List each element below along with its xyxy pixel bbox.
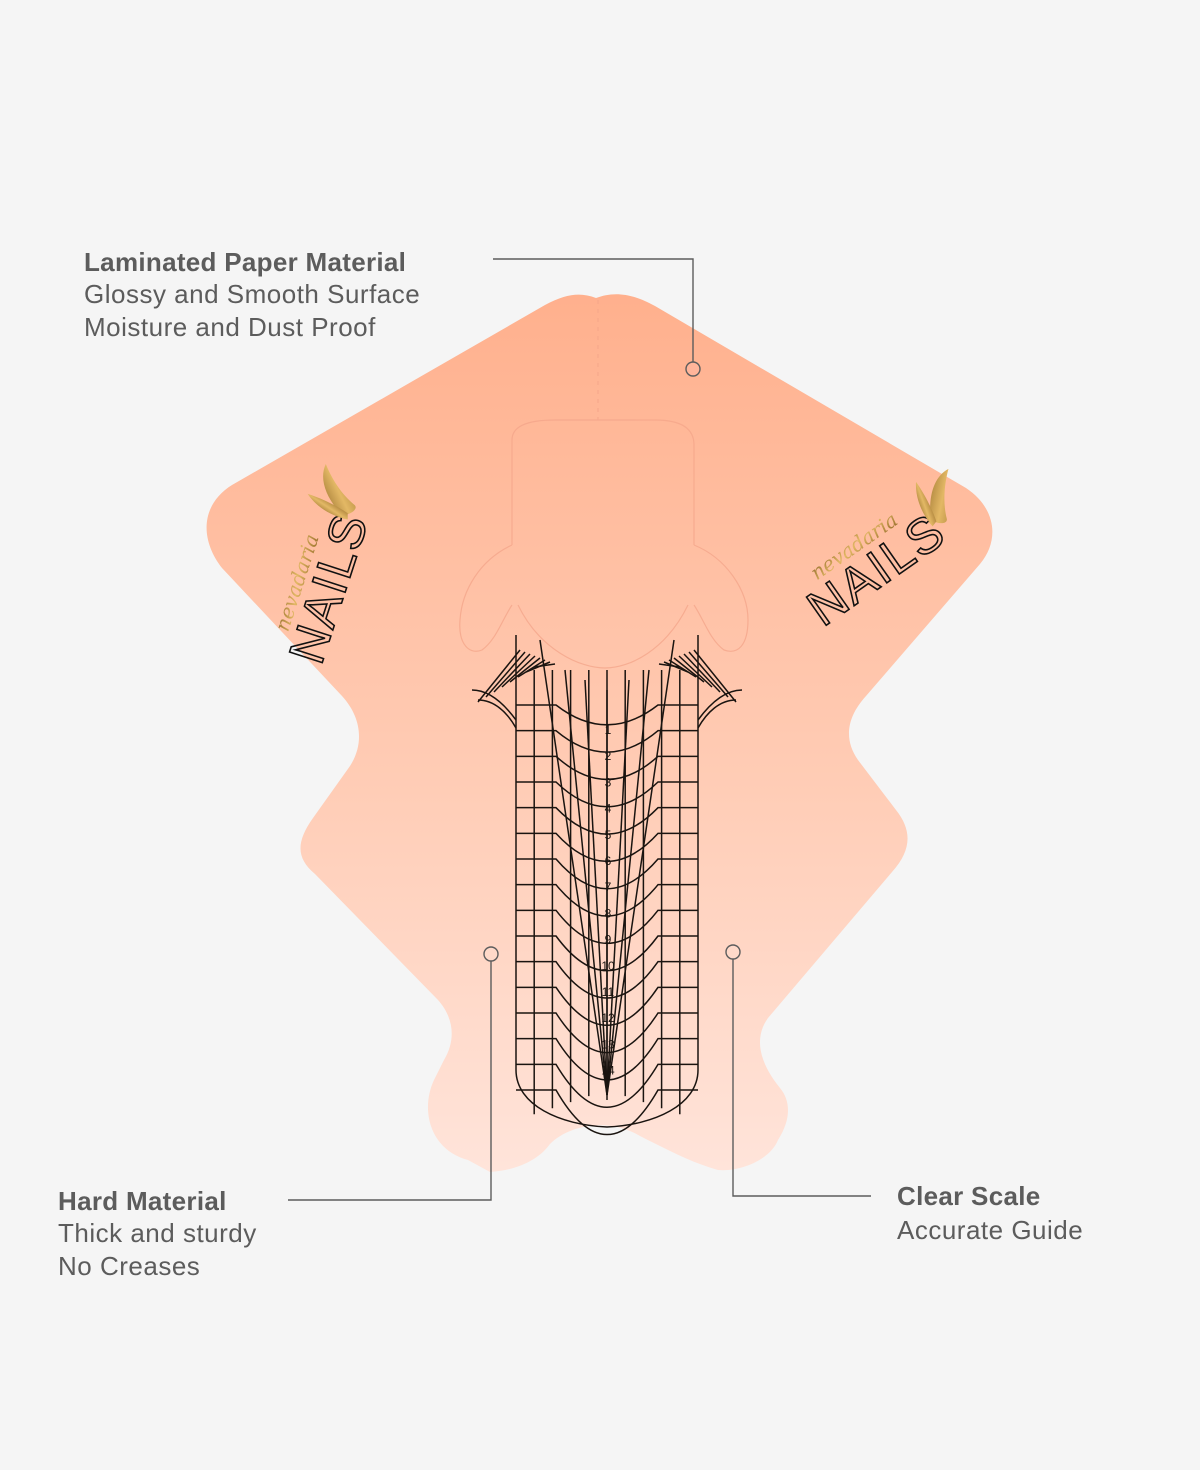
grid-wing-line-left: [509, 657, 541, 683]
grid-row-curve: [516, 986, 698, 1026]
grid-wing-line-left: [493, 653, 531, 693]
grid-wing-line-right: [688, 651, 729, 698]
callout-line: Thick and sturdy: [58, 1218, 257, 1248]
callout-title: Laminated Paper Material: [84, 247, 407, 277]
grid-taper-line: [606, 639, 675, 1096]
grid-taper-line: [606, 679, 630, 1096]
grid-row-curve: [516, 832, 698, 863]
grid-wing-edge-left: [471, 689, 517, 721]
grid-taper-line: [584, 679, 608, 1096]
grid-row-curve: [516, 755, 698, 781]
grid-row-curve: [516, 1012, 698, 1054]
scale-number: 5: [605, 828, 612, 842]
callout-hard-material: Hard Material Thick and sturdy No Crease…: [58, 1185, 257, 1283]
grid-row-curve: [516, 806, 698, 835]
callout-line: Moisture and Dust Proof: [84, 312, 376, 342]
grid-wing-line-left: [517, 659, 546, 678]
grid-taper-line: [539, 639, 608, 1096]
brand-logo-leaf-icon: [930, 468, 949, 524]
grid-wing-line-left: [485, 651, 526, 698]
brand-logo-leaf-icon-2: [915, 481, 937, 527]
scale-number: 7: [605, 880, 612, 894]
grid-row-curve: [516, 909, 698, 944]
grid-wing-line-right: [683, 653, 721, 693]
grid-row-curve: [516, 858, 698, 890]
nail-scale-grid: [471, 635, 743, 1136]
grid-outline: [515, 635, 699, 1128]
marker-laminated: [685, 361, 701, 377]
grid-row-curve: [516, 729, 698, 753]
callout-line: Glossy and Smooth Surface: [84, 279, 421, 309]
nail-form-shape: [206, 294, 993, 1172]
grid-wing-line-right: [658, 663, 681, 668]
scale-number: 14: [601, 1064, 615, 1078]
grid-row-curve: [516, 1089, 698, 1136]
grid-row-curve: [516, 883, 698, 917]
brand-logo-leaf-icon: [323, 464, 356, 516]
scale-number: 6: [605, 854, 612, 868]
marker-hard: [483, 946, 499, 962]
scale-number: 13: [601, 1037, 615, 1051]
grid-wing-line-left: [533, 663, 556, 668]
callout-line: No Creases: [58, 1251, 201, 1281]
grid-row-curve: [516, 935, 698, 972]
grid-row-curve: [516, 1037, 698, 1081]
scale-number: 12: [601, 1011, 615, 1025]
scale-number: 8: [605, 906, 612, 920]
leader-line-laminated: [493, 258, 694, 362]
grid-row-curve: [516, 1063, 698, 1108]
scale-number: 4: [605, 802, 612, 816]
callout-leaders: [288, 258, 871, 1201]
grid-wing-line-right: [678, 655, 713, 688]
brand-logo-leaf-icon-2: [307, 493, 348, 520]
grid-wing-edge-right-2: [697, 699, 737, 729]
scale-number: 10: [601, 959, 615, 973]
callout-title: Hard Material: [58, 1186, 227, 1216]
finger-outline: [459, 300, 749, 669]
scale-number: 3: [605, 775, 612, 789]
callout-line: Accurate Guide: [897, 1215, 1084, 1245]
grid-taper-line: [564, 669, 608, 1096]
callout-clear-scale: Clear Scale Accurate Guide: [897, 1180, 1083, 1248]
scale-number: 9: [605, 933, 612, 947]
grid-wing-line-right: [668, 659, 697, 678]
scale-number: 2: [605, 749, 612, 763]
grid-wing-line-left: [501, 655, 536, 688]
grid-wing-edge-left-2: [477, 699, 517, 729]
grid-row-curve: [516, 960, 698, 999]
leader-line-scale: [732, 959, 871, 1197]
grid-wing-edge-right: [697, 689, 743, 721]
leader-line-hard: [288, 961, 492, 1201]
scale-number: 11: [602, 985, 615, 999]
marker-scale: [725, 944, 741, 960]
grid-row-curve: [516, 704, 698, 726]
scale-number: 1: [605, 723, 612, 737]
grid-taper-line: [606, 669, 650, 1096]
callout-title: Clear Scale: [897, 1181, 1041, 1211]
grid-wing-line-right: [673, 657, 705, 683]
callout-laminated-paper: Laminated Paper Material Glossy and Smoo…: [84, 246, 420, 344]
